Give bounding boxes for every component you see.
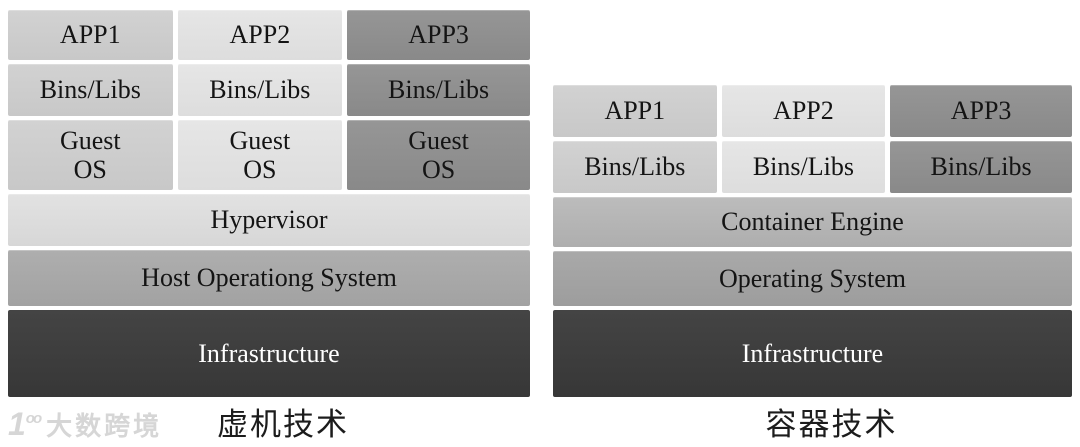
container-app2-box: APP2 — [721, 85, 886, 137]
guest-os-line2: OS — [243, 155, 277, 184]
container-bins3-box: Bins/Libs — [890, 141, 1072, 193]
operating-system-layer: Operating System — [553, 251, 1072, 306]
brand-logo-one: 1 — [8, 406, 26, 442]
container-app-row: APP1 APP2 APP3 — [553, 85, 1072, 137]
vm-bins3-box: Bins/Libs — [347, 64, 530, 116]
vm-bins1-box: Bins/Libs — [8, 64, 173, 116]
container-app1-box: APP1 — [553, 85, 717, 137]
vm-app2-box: APP2 — [177, 10, 343, 60]
watermark: 1 oo 大数跨境 — [8, 404, 162, 444]
guest-os-line2: OS — [73, 155, 107, 184]
host-os-layer: Host Operationg System — [8, 250, 530, 306]
guest-os-line1: Guest — [408, 125, 469, 155]
container-infrastructure-layer: Infrastructure — [553, 310, 1072, 397]
vm-guest-os2-box: Guest OS — [177, 120, 343, 190]
brand-logo-circles: oo — [25, 410, 42, 427]
vm-caption: 虚机技术 — [217, 407, 349, 442]
container-bins1-box: Bins/Libs — [553, 141, 717, 193]
vm-app-row: APP1 APP2 APP3 — [8, 10, 530, 60]
vm-bins-row: Bins/Libs Bins/Libs Bins/Libs — [8, 64, 530, 116]
vm-app3-box: APP3 — [347, 10, 530, 60]
hypervisor-layer: Hypervisor — [8, 194, 530, 246]
container-stack: APP1 APP2 APP3 Bins/Libs Bins/Libs Bins/… — [553, 85, 1072, 397]
container-engine-layer: Container Engine — [553, 197, 1072, 247]
brand-name: 大数跨境 — [46, 410, 163, 441]
container-bins2-box: Bins/Libs — [721, 141, 886, 193]
vm-guest-os3-box: Guest OS — [347, 120, 530, 190]
guest-os-line1: Guest — [229, 125, 291, 155]
vm-stack: APP1 APP2 APP3 Bins/Libs Bins/Libs Bins/… — [8, 10, 530, 397]
guest-os-line1: Guest — [59, 125, 121, 155]
container-caption: 容器技术 — [765, 407, 898, 442]
vm-guest-os-row: Guest OS Guest OS Guest OS — [8, 120, 530, 190]
brand-logo-icon: 1 oo — [8, 406, 42, 442]
vm-guest-os1-box: Guest OS — [8, 120, 173, 190]
guest-os-line2: OS — [421, 155, 456, 184]
vm-bins2-box: Bins/Libs — [177, 64, 343, 116]
container-bins-row: Bins/Libs Bins/Libs Bins/Libs — [553, 141, 1072, 193]
vm-app1-box: APP1 — [8, 10, 173, 60]
vm-infrastructure-layer: Infrastructure — [8, 310, 530, 397]
container-app3-box: APP3 — [890, 85, 1072, 137]
